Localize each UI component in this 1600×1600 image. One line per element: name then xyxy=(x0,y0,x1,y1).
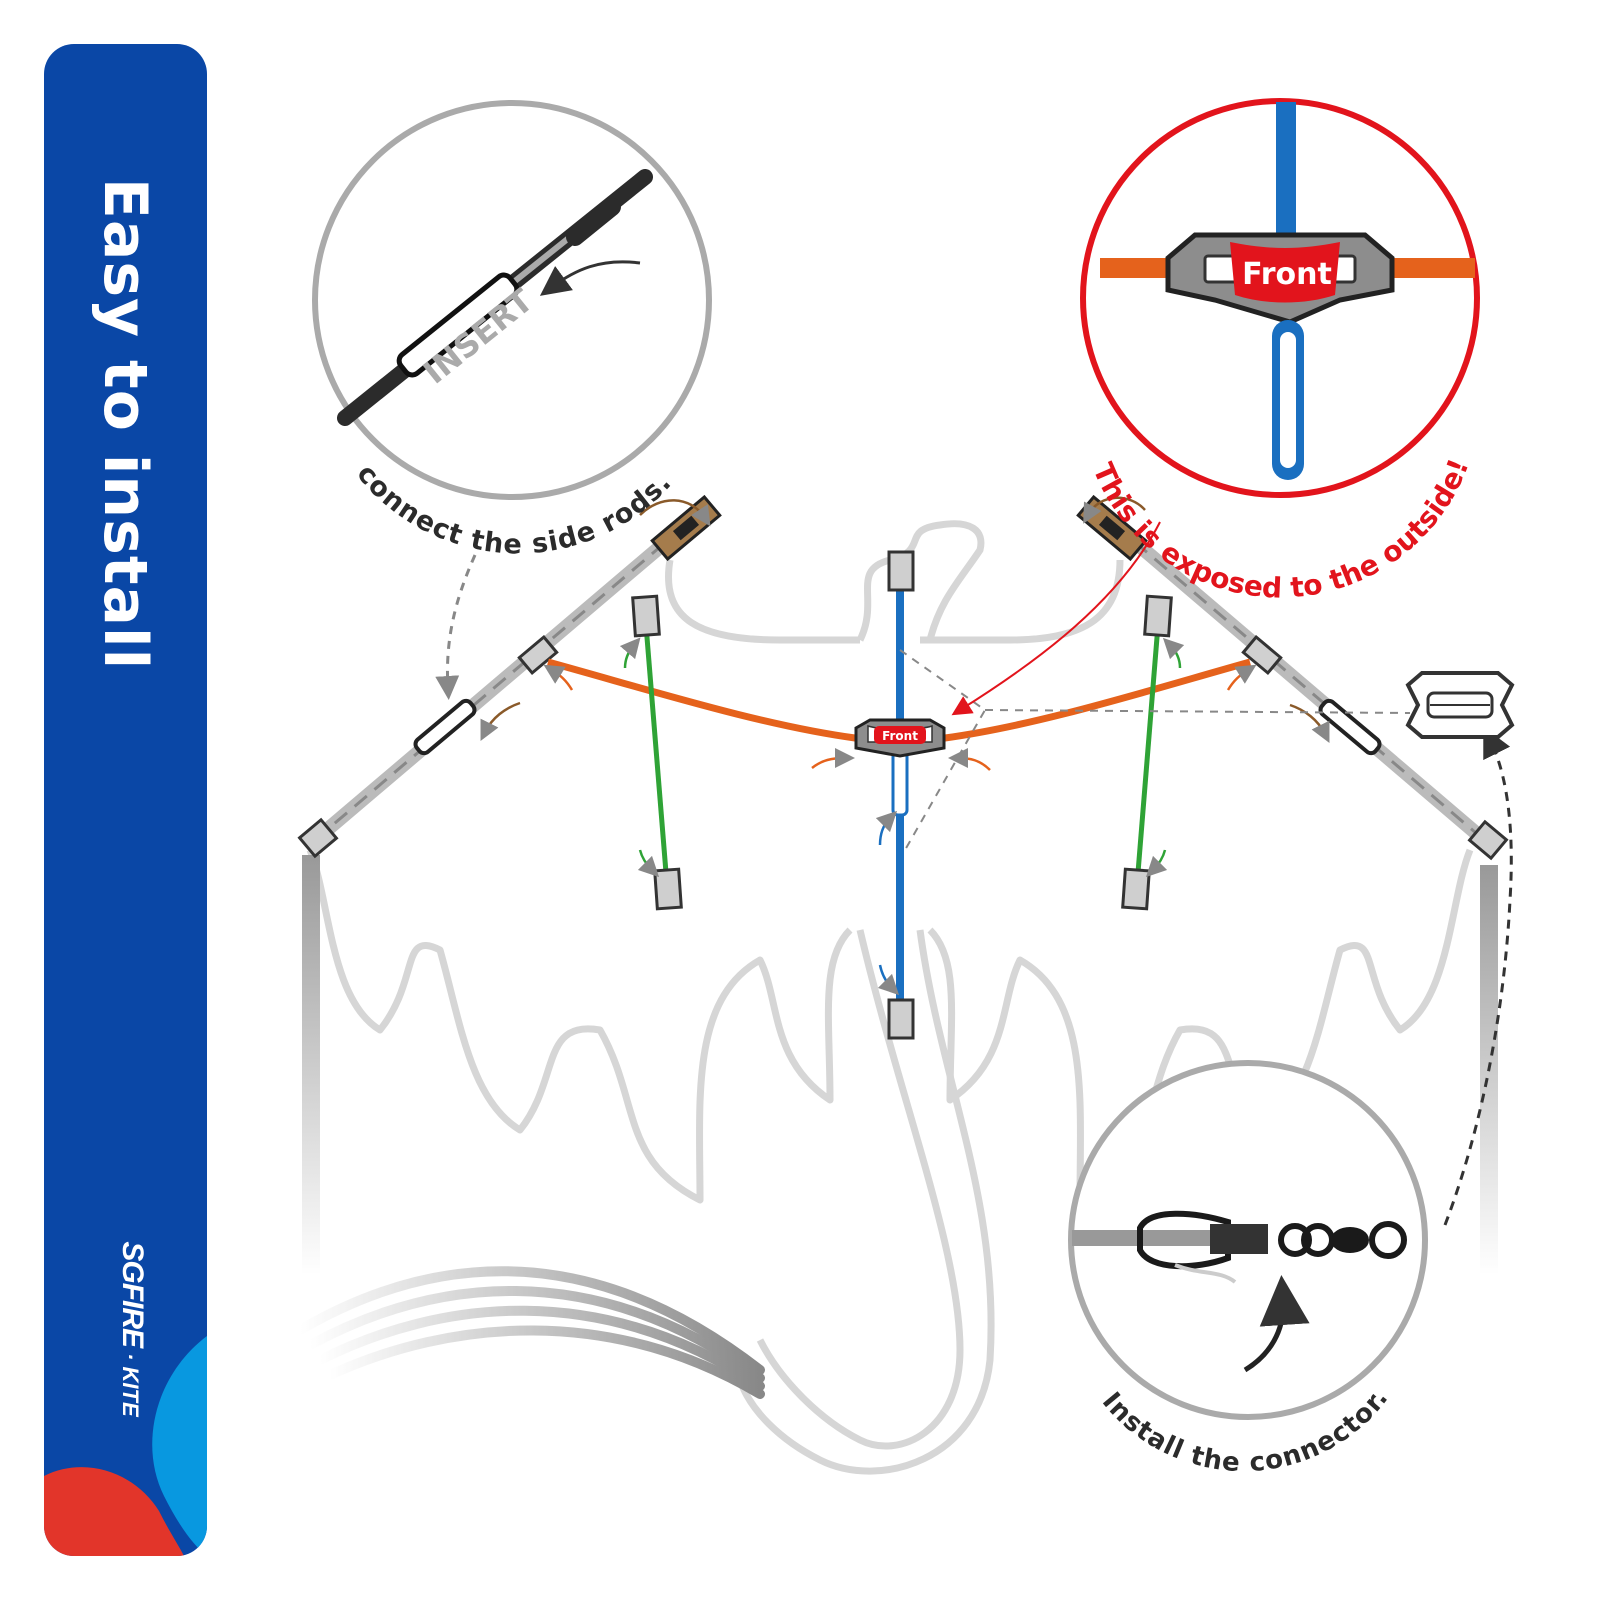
kite-outline xyxy=(306,520,1474,1475)
guide-lines xyxy=(435,521,1513,1226)
swivel-clip-icon xyxy=(1137,1210,1407,1270)
center-connector-icon xyxy=(1405,671,1515,739)
motion-arrows xyxy=(480,496,1330,996)
center-connector-small: Front xyxy=(854,718,946,758)
left-standoff-rod xyxy=(631,594,683,911)
side-banner: Easy to install SGFIRE· KITE xyxy=(44,44,207,1556)
left-side-rod xyxy=(297,494,722,859)
insert-callout: INSERT connect the side rods. xyxy=(312,100,712,561)
spine-rod xyxy=(887,550,915,1040)
small-front-label: Front xyxy=(882,729,918,743)
insert-arrow-icon xyxy=(539,260,641,296)
connector-arrow-icon xyxy=(1243,1275,1310,1373)
left-leg-rod xyxy=(302,855,320,1275)
cross-spar xyxy=(547,658,1251,742)
front-label: Front xyxy=(1242,257,1332,292)
front-callout: Front This is exposed to the outside! xyxy=(1080,98,1480,605)
right-standoff-rod xyxy=(1121,594,1173,911)
connector-callout: Install the connector. xyxy=(1068,1060,1428,1478)
kite-tail xyxy=(295,1266,765,1399)
right-side-rod xyxy=(1076,494,1509,861)
banner-wave-decoration xyxy=(44,1336,207,1556)
